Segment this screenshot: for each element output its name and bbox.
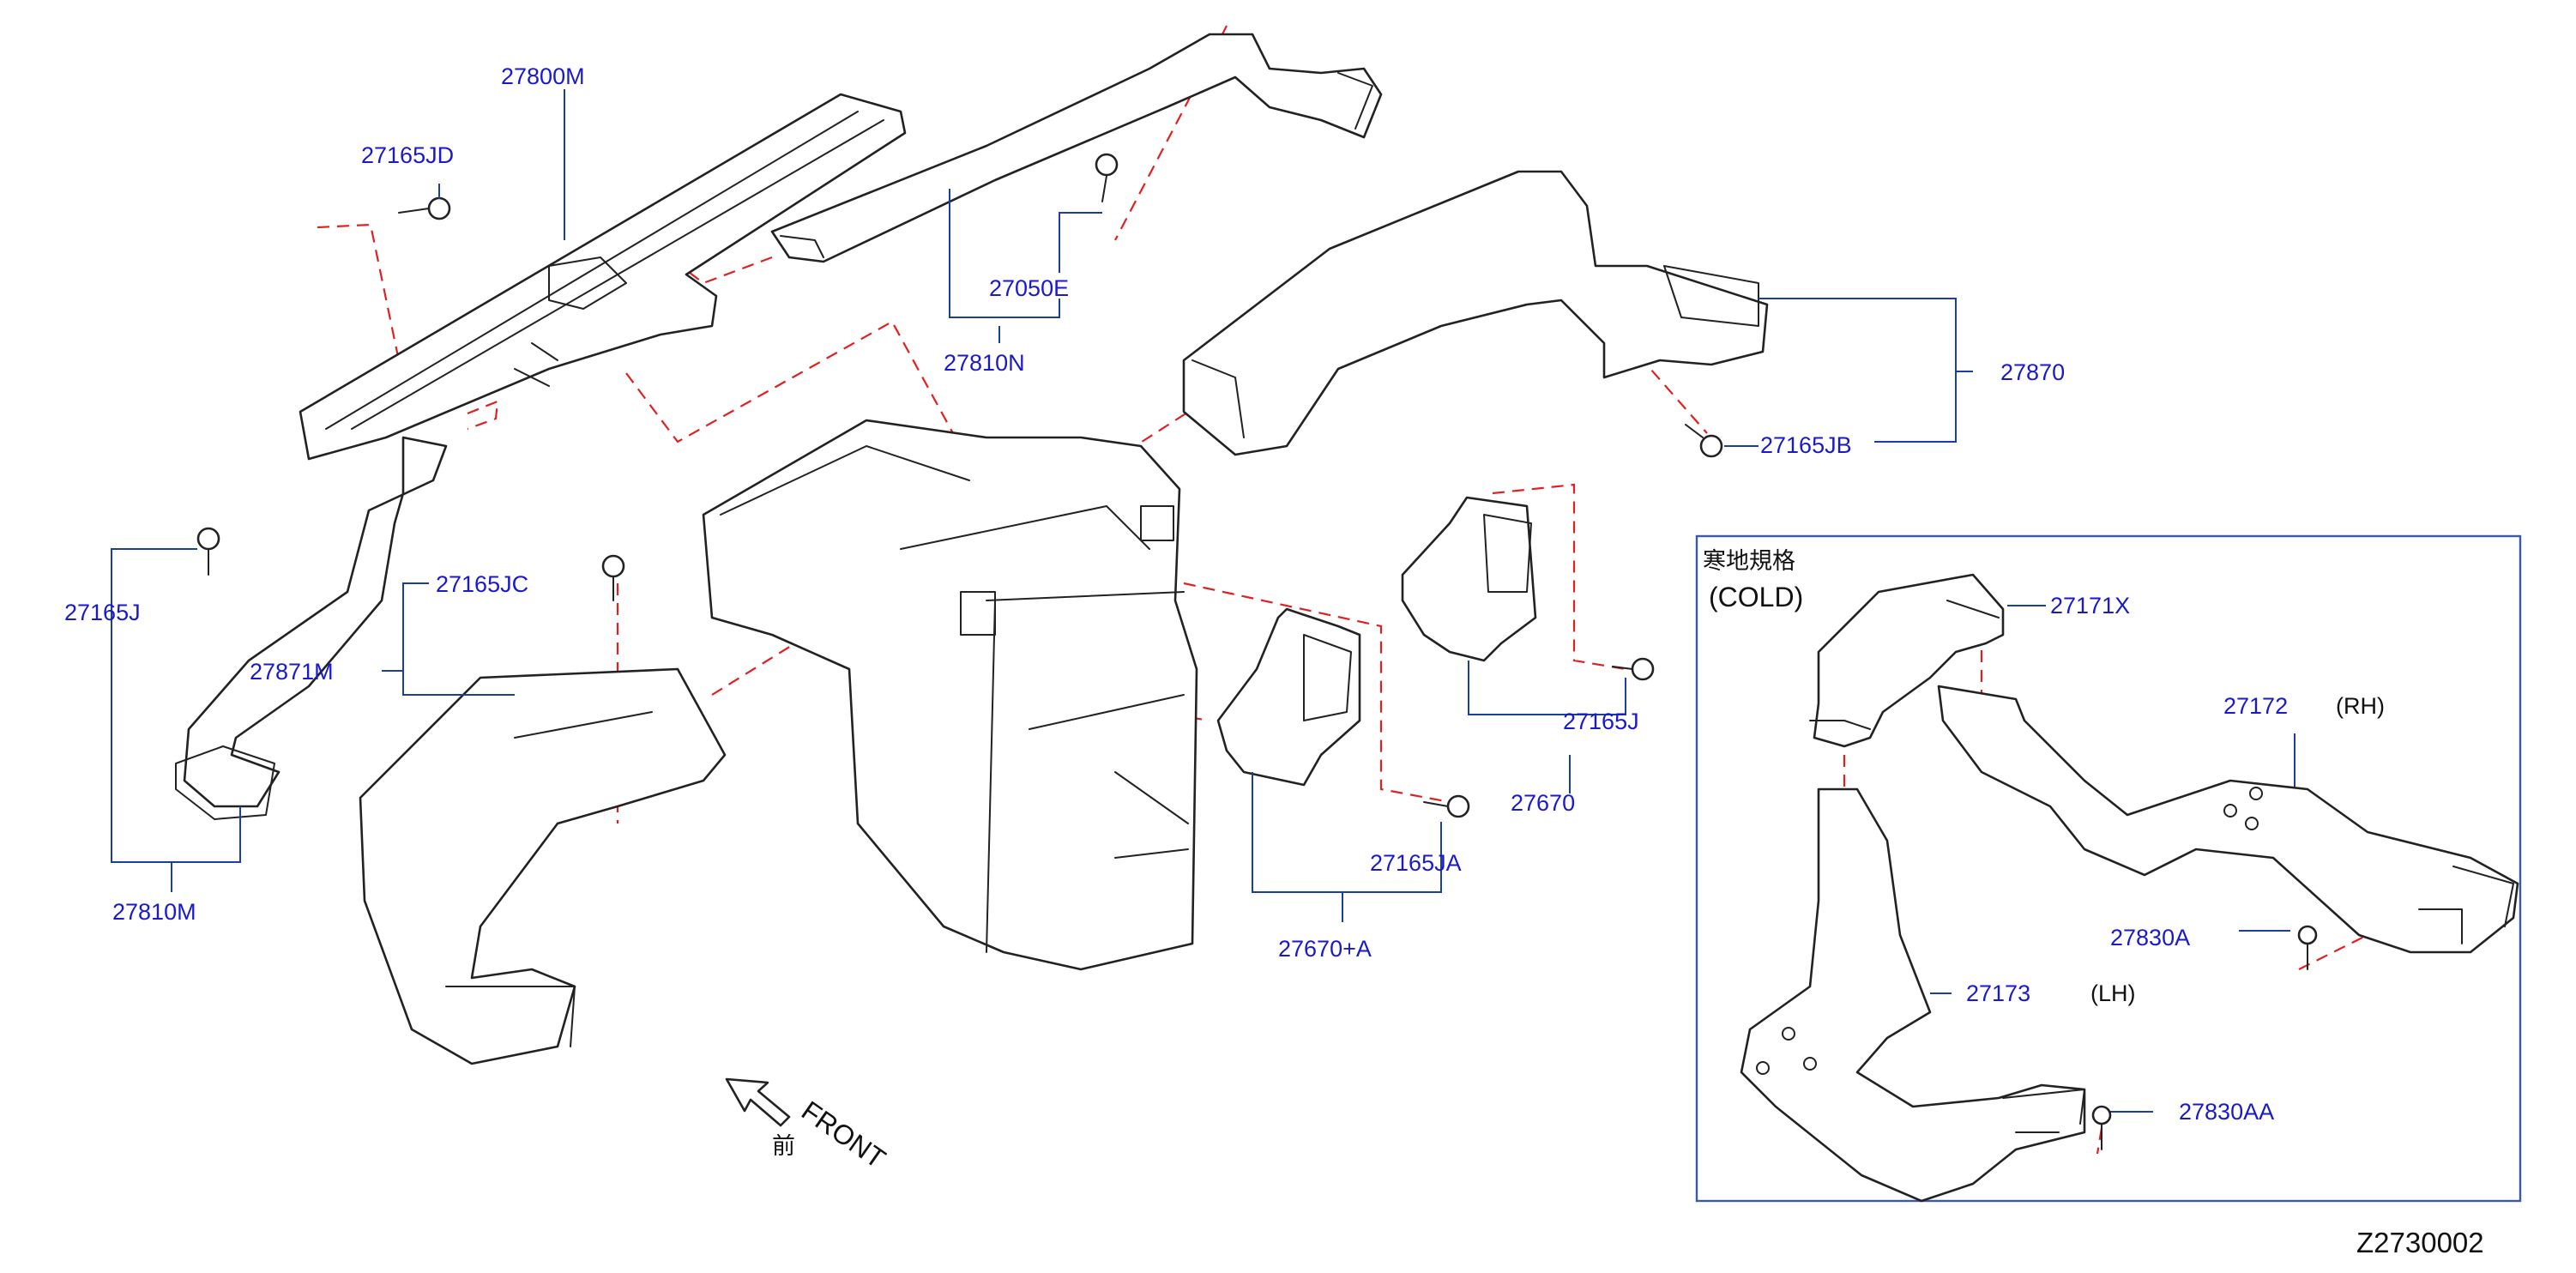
assembly-dashed-lines bbox=[317, 25, 2377, 1155]
cold-spec-inset: 寒地規格 (COLD) 27171X 27172 (RH) 27830A 271… bbox=[1695, 534, 2522, 1203]
front-arrow-icon bbox=[725, 1077, 791, 1127]
leader-lines bbox=[111, 89, 2295, 1113]
label-lh: (LH) bbox=[2090, 980, 2136, 1006]
inset-frame bbox=[1695, 534, 2522, 1203]
label-27165jb: 27165JB bbox=[1760, 432, 1852, 458]
label-27830aa: 27830AA bbox=[2179, 1099, 2274, 1125]
screw-27165jd-icon bbox=[398, 196, 451, 220]
clip-27830aa-icon bbox=[2091, 1105, 2112, 1150]
label-27050e: 27050E bbox=[989, 275, 1069, 301]
label-27165jd: 27165JD bbox=[361, 142, 454, 168]
label-27171x: 27171X bbox=[2050, 593, 2130, 618]
clip-27830a-icon bbox=[2297, 925, 2318, 970]
screw-27050e-icon bbox=[1095, 153, 1119, 202]
front-indicator: FRONT 前 bbox=[725, 1077, 891, 1174]
label-27810n: 27810N bbox=[944, 350, 1025, 376]
part-27173-duct-lh bbox=[1740, 787, 2086, 1203]
label-27830a: 27830A bbox=[2110, 925, 2190, 950]
label-27165j-right: 27165J bbox=[1563, 709, 1639, 734]
part-27670-foot-duct bbox=[1401, 496, 1537, 662]
screw-27165jc-icon bbox=[601, 554, 625, 601]
part-27871m-left-duct bbox=[175, 436, 448, 820]
inset-title-cjk: 寒地規格 bbox=[1703, 548, 1795, 574]
inset-title: (COLD) bbox=[1709, 582, 1803, 612]
callout-labels: 27800M 27165JD 27050E 27810N 27870 27165… bbox=[64, 63, 2065, 962]
part-27810n-upper-duct bbox=[770, 33, 1383, 263]
label-27670a: 27670+A bbox=[1278, 936, 1372, 962]
label-27810m: 27810M bbox=[112, 899, 196, 925]
screw-27165jb-icon bbox=[1685, 424, 1723, 458]
label-27871m: 27871M bbox=[250, 659, 334, 685]
label-27800m: 27800M bbox=[501, 63, 585, 89]
label-27165ja: 27165JA bbox=[1370, 850, 1462, 876]
label-27165jc: 27165JC bbox=[436, 571, 528, 597]
part-27171x-duct bbox=[1809, 573, 2005, 748]
part-27800m-center-vent bbox=[299, 93, 907, 461]
label-27165j-left: 27165J bbox=[64, 600, 141, 625]
label-27870: 27870 bbox=[2000, 359, 2065, 385]
front-label: FRONT bbox=[796, 1095, 891, 1174]
label-rh: (RH) bbox=[2336, 693, 2385, 719]
front-label-cjk: 前 bbox=[772, 1133, 795, 1159]
part-27172-duct-rh bbox=[1937, 685, 2519, 954]
label-27173: 27173 bbox=[1966, 980, 2030, 1006]
label-27172: 27172 bbox=[2223, 693, 2288, 719]
part-27165jc-foot-duct bbox=[359, 667, 727, 1065]
screw-27165ja-icon bbox=[1423, 794, 1470, 818]
part-heater-unit bbox=[702, 419, 1198, 971]
diagram-code: Z2730002 bbox=[2356, 1227, 2484, 1258]
label-27670: 27670 bbox=[1511, 790, 1575, 816]
part-27670a-foot-duct bbox=[1216, 607, 1361, 787]
screw-27165j-left-icon bbox=[196, 527, 220, 576]
screw-27165j-right-icon bbox=[1612, 657, 1655, 681]
part-27870-right-duct bbox=[1182, 170, 1769, 456]
screws bbox=[196, 153, 1723, 818]
